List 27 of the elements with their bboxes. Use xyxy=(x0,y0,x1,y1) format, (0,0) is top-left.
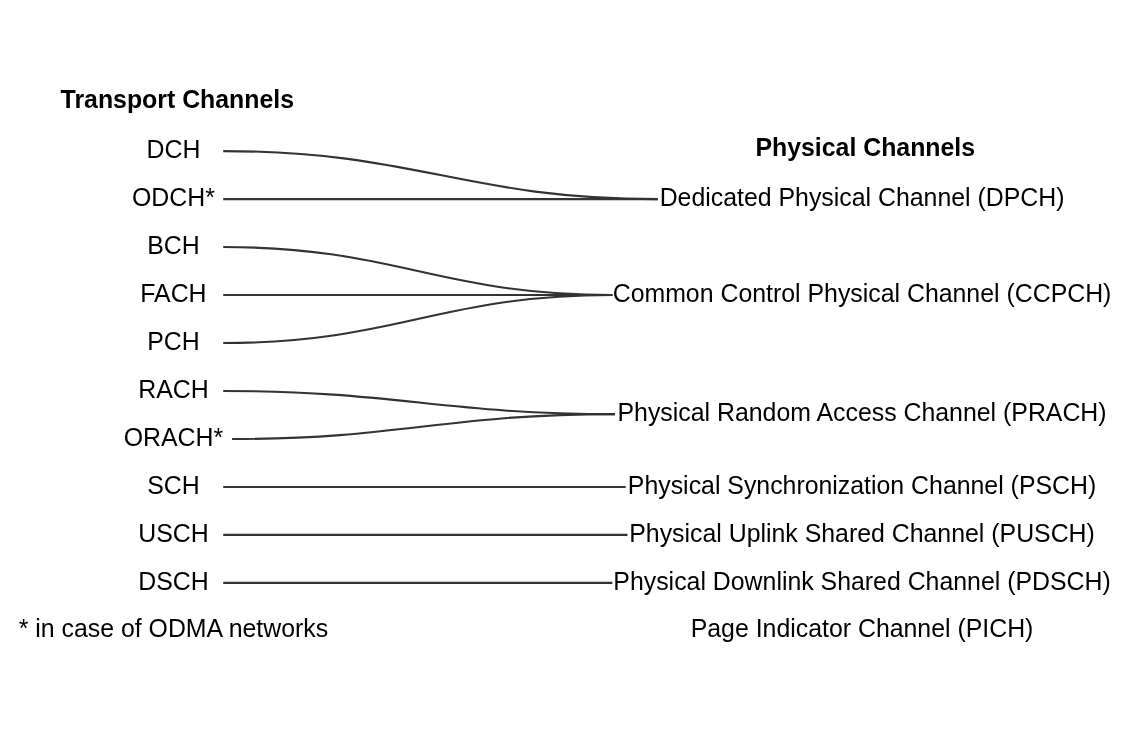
node-text: DSCH xyxy=(138,565,209,594)
connector xyxy=(223,293,613,344)
connector xyxy=(223,485,626,488)
node-text: USCH xyxy=(138,518,209,547)
connector xyxy=(223,581,613,584)
connector xyxy=(223,533,628,536)
node-text: BCH xyxy=(147,230,200,259)
node-text: RACH xyxy=(138,374,209,403)
node-text: Physical Random Access Channel (PRACH) xyxy=(617,397,1107,426)
node-text: ORACH* xyxy=(123,422,224,451)
node-text: SCH xyxy=(147,470,200,499)
connector xyxy=(223,149,658,200)
node-text: FACH xyxy=(140,278,207,307)
node-text: DCH xyxy=(146,134,201,163)
node-text: Physical Downlink Shared Channel (PDSCH) xyxy=(613,565,1111,594)
node-text: PCH xyxy=(147,326,200,355)
node-text: Dedicated Physical Channel (DPCH) xyxy=(659,182,1065,211)
label: Transport Channels xyxy=(60,84,295,113)
label: Physical Channels xyxy=(755,132,976,161)
label: Page Indicator Channel (PICH) xyxy=(690,613,1034,642)
node-text: ODCH* xyxy=(131,182,215,211)
connector xyxy=(223,197,658,200)
connector xyxy=(232,412,616,440)
node-text: Common Control Physical Channel (CCPCH) xyxy=(612,278,1112,307)
label: * in case of ODMA networks xyxy=(18,613,329,642)
node-text: Physical Uplink Shared Channel (PUSCH) xyxy=(629,518,1095,547)
node-text: Physical Synchronization Channel (PSCH) xyxy=(627,470,1097,499)
